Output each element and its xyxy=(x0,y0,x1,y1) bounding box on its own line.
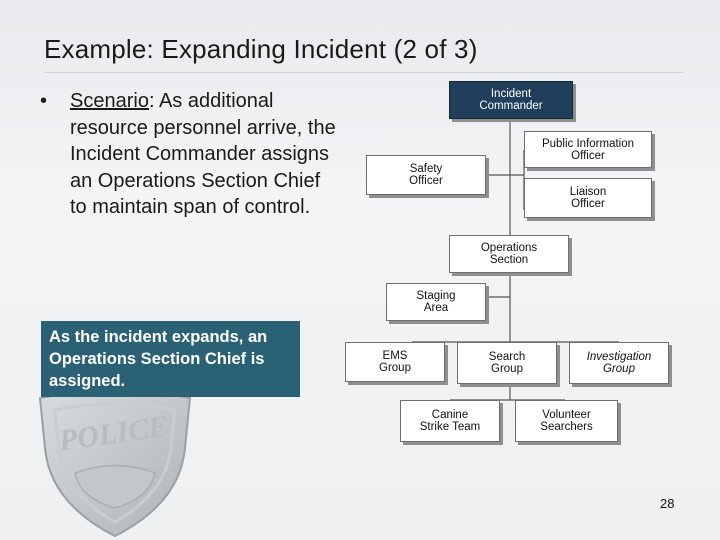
volunteer-searchers-label: Volunteer Searchers xyxy=(540,409,593,433)
canine-strike-team-label: Canine Strike Team xyxy=(419,409,481,433)
bullet-point: • Scenario: As additional resource perso… xyxy=(40,88,340,221)
ems-group-box: EMS Group xyxy=(345,342,445,382)
public-information-officer-label: Public Information Officer xyxy=(541,137,635,162)
bullet-text: Scenario: As additional resource personn… xyxy=(70,88,340,221)
liaison-officer-box: Liaison Officer xyxy=(524,178,652,218)
title-divider xyxy=(44,72,684,73)
staging-area-box: Staging Area xyxy=(386,283,486,321)
safety-officer-label: Safety Officer xyxy=(409,163,443,187)
bullet-marker: • xyxy=(40,90,48,112)
incident-commander-box: Incident Commander xyxy=(449,81,573,119)
safety-officer-box: Safety Officer xyxy=(366,155,486,195)
search-group-label: Search Group xyxy=(488,351,526,375)
incident-commander-label: Incident Commander xyxy=(479,88,543,112)
public-information-officer-box: Public Information Officer xyxy=(524,131,652,168)
page-number: 28 xyxy=(660,496,675,511)
canine-strike-team-box: Canine Strike Team xyxy=(400,400,500,442)
police-badge-watermark: POLICE xyxy=(38,389,192,538)
operations-section-label: Operations Section xyxy=(480,242,538,266)
ems-group-label: EMS Group xyxy=(379,350,411,374)
callout-box: As the incident expands, an Operations S… xyxy=(41,321,300,397)
bullet-body: : As additional resource personnel arriv… xyxy=(70,90,336,218)
liaison-officer-label: Liaison Officer xyxy=(569,186,607,210)
staging-area-label: Staging Area xyxy=(416,290,456,314)
investigation-group-box: Investigation Group xyxy=(569,342,669,384)
investigation-group-label: Investigation Group xyxy=(586,351,652,375)
slide-title: Example: Expanding Incident (2 of 3) xyxy=(44,34,478,64)
bullet-label: Scenario xyxy=(70,90,149,112)
volunteer-searchers-box: Volunteer Searchers xyxy=(515,400,618,442)
operations-section-box: Operations Section xyxy=(449,235,569,273)
search-group-box: Search Group xyxy=(457,342,557,384)
